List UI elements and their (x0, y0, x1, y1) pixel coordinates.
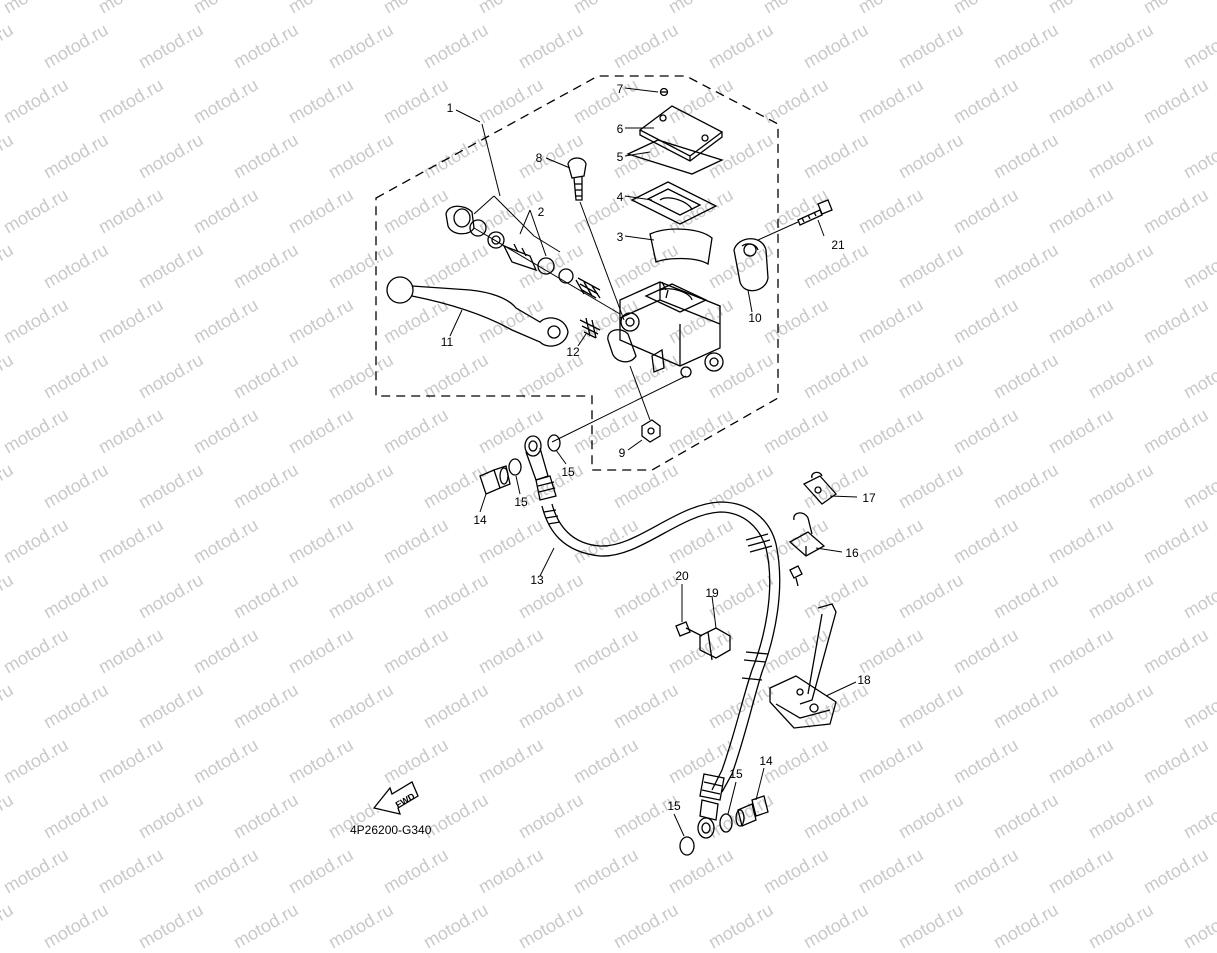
hose-clamp-16 (788, 512, 826, 557)
callout-3: 3 (617, 230, 624, 244)
callout-5: 5 (617, 150, 624, 164)
callout-17: 17 (862, 491, 876, 505)
union-bolt-14-upper (479, 465, 511, 495)
callout-20: 20 (675, 569, 689, 583)
brake-hose-13 (541, 501, 781, 793)
clip-17 (802, 471, 837, 505)
callout-7: 7 (617, 82, 624, 96)
bolt-20 (675, 621, 703, 637)
fwd-arrow-icon: FWD (372, 781, 419, 815)
pivot-bolt-8 (567, 157, 587, 201)
diagram-code: 4P26200-G340 (350, 823, 432, 837)
callout-15-lower-right: 15 (729, 767, 743, 781)
callout-16: 16 (845, 546, 859, 560)
piston-kit-2 (445, 205, 601, 299)
callout-11: 11 (441, 335, 454, 349)
callout-10: 10 (748, 311, 762, 325)
callout-15-upper-left: 15 (514, 495, 528, 509)
diaphragm-plate-5 (626, 139, 724, 175)
callout-14-upper: 14 (473, 513, 487, 527)
callout-1: 1 (447, 101, 454, 115)
exploded-parts-diagram: 1 2 3 4 5 6 7 8 9 10 11 12 13 14 14 15 1… (350, 75, 876, 856)
callout-4: 4 (617, 190, 624, 204)
cap-screw-7 (659, 87, 669, 97)
callout-9: 9 (619, 446, 626, 460)
washer-15-upper-left (508, 458, 522, 476)
hose-lower-fitting (697, 773, 725, 839)
ring-3 (649, 228, 713, 266)
callout-15-upper-right: 15 (561, 465, 575, 479)
washer-15-upper-right (547, 434, 561, 452)
washer-15-lower-right (719, 813, 733, 833)
callout-18: 18 (857, 673, 871, 687)
hose-holder-19 (699, 627, 731, 661)
callout-2: 2 (538, 205, 545, 219)
bolt-small-16 (789, 565, 803, 587)
callout-19: 19 (705, 586, 719, 600)
callout-6: 6 (617, 122, 624, 136)
callout-15-lower-left: 15 (667, 799, 681, 813)
holder-10 (733, 238, 769, 292)
master-cylinder-body (607, 281, 724, 378)
reservoir-cap-6 (638, 105, 724, 162)
callout-8: 8 (536, 151, 543, 165)
bracket-18 (769, 603, 837, 729)
diaphragm-4 (630, 181, 718, 225)
callout-13: 13 (530, 573, 544, 587)
hose-upper-fitting (524, 435, 557, 501)
bolt-21 (797, 199, 833, 226)
brake-lever-11 (386, 276, 569, 347)
callout-12: 12 (566, 345, 580, 359)
nut-9 (641, 419, 661, 443)
callout-14-lower: 14 (759, 754, 773, 768)
spring-12 (579, 317, 601, 339)
callout-21: 21 (831, 238, 845, 252)
washer-15-lower-left (679, 836, 695, 856)
union-bolt-14-lower (735, 795, 769, 827)
